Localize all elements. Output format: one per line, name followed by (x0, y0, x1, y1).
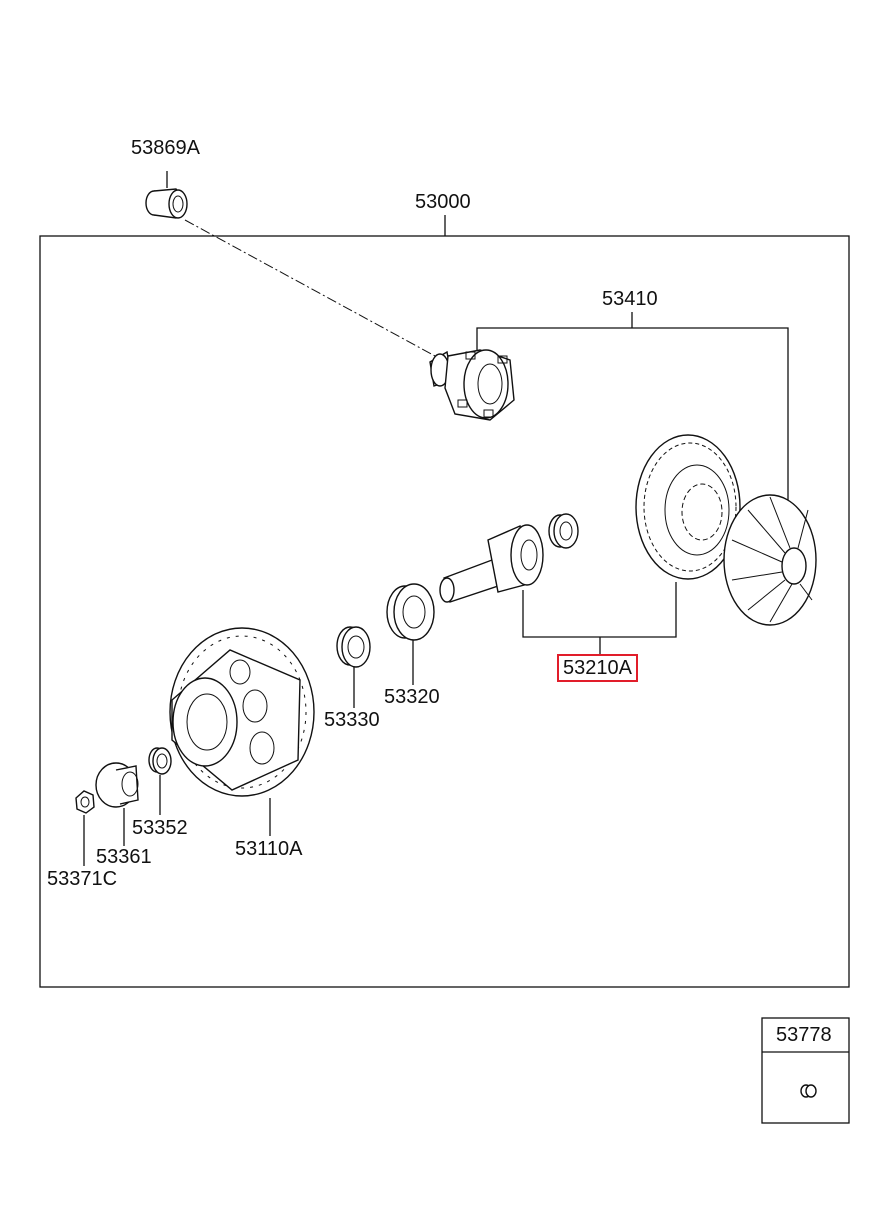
part-53778[interactable] (800, 1084, 817, 1098)
label-53320[interactable]: 53320 (384, 686, 440, 708)
label-53330[interactable]: 53330 (324, 709, 380, 731)
part-carrier-disc[interactable] (723, 494, 817, 626)
label-53361[interactable]: 53361 (96, 846, 152, 868)
label-53778[interactable]: 53778 (776, 1024, 832, 1046)
part-ring-gear[interactable] (635, 434, 741, 580)
label-53352[interactable]: 53352 (132, 817, 188, 839)
label-53371C[interactable]: 53371C (47, 868, 118, 890)
part-drive-pinion[interactable] (439, 524, 544, 603)
part-53330[interactable] (336, 626, 371, 668)
box-53778 (761, 1017, 850, 1124)
part-53320[interactable] (386, 583, 435, 641)
part-differential-case[interactable] (429, 349, 515, 421)
part-53361[interactable] (95, 762, 139, 808)
part-small-bearing[interactable] (548, 513, 579, 549)
label-53410[interactable]: 53410 (602, 288, 658, 310)
label-53000[interactable]: 53000 (415, 191, 471, 213)
bracket-53210A (522, 582, 677, 638)
part-53371C[interactable] (75, 790, 95, 814)
label-53869A[interactable]: 53869A (131, 137, 200, 159)
part-53110A[interactable] (169, 627, 315, 797)
label-53210A-highlighted[interactable]: 53210A (557, 654, 638, 682)
part-53869A[interactable] (145, 188, 188, 219)
dashed-leader-53869A (184, 219, 436, 357)
part-53352[interactable] (148, 747, 172, 775)
assembly-frame (39, 235, 850, 988)
bracket-53410 (476, 327, 789, 500)
label-53110A[interactable]: 53110A (235, 838, 303, 860)
